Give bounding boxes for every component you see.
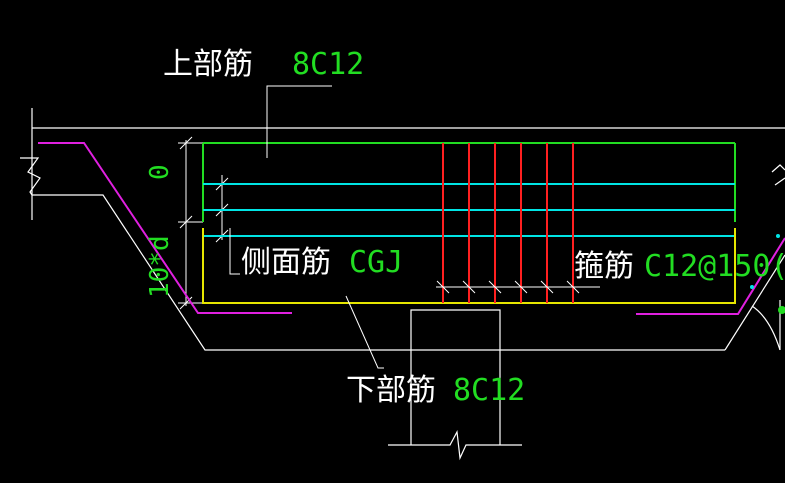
label-side-rebar: 侧面筋 CGJ — [241, 245, 403, 280]
stirrup-tick-4 — [514, 280, 528, 294]
break-symbol-bottom — [388, 430, 522, 461]
stirrup-dim-ticks — [436, 280, 600, 294]
dim-tick-2 — [179, 215, 193, 229]
bottom-rebar-value: 8C12 — [453, 373, 525, 408]
dim-text-bottom: 10*d — [145, 235, 175, 298]
label-top-rebar: 上部筋 8C12 — [163, 47, 364, 82]
dim-tick-1 — [179, 136, 193, 150]
slope-rebar — [38, 142, 785, 315]
top-rebar-name: 上部筋 — [163, 47, 253, 82]
stirrup-tick-3 — [488, 280, 502, 294]
side-rebar-value: CGJ — [349, 245, 403, 280]
leader-lines — [229, 85, 384, 369]
stirrup-value: C12@150( — [644, 249, 785, 284]
cyan-dot-1 — [776, 234, 780, 238]
clipped-glyph-top — [771, 164, 785, 173]
pit-right-slope — [724, 254, 785, 351]
pit-left-slope-and-bottom — [32, 194, 725, 351]
cyan-dot-2 — [750, 285, 754, 289]
slope-rebar-left — [38, 142, 292, 314]
stirrup-tick-6 — [566, 280, 580, 294]
clipped-green-mark — [778, 306, 785, 314]
label-bottom-rebar: 下部筋 8C12 — [346, 373, 525, 408]
clipped-glyph-top-2 — [774, 177, 785, 186]
stirrup-tick-1 — [436, 280, 450, 294]
leader-bottom-rebar — [345, 295, 384, 369]
leader-side-rebar — [229, 228, 240, 275]
angle-arc — [751, 305, 781, 351]
stirrup-name: 箍筋 — [574, 249, 634, 284]
dim-tick-3 — [179, 296, 193, 310]
label-stirrup: 箍筋 C12@150( — [574, 249, 785, 284]
top-rebar-value: 8C12 — [292, 47, 364, 82]
pile-outline — [410, 309, 501, 445]
stirrup-tick-5 — [540, 280, 554, 294]
bottom-rebar-name: 下部筋 — [346, 373, 436, 408]
right-edge-fragments — [771, 164, 785, 186]
slope-rebar-right — [636, 237, 785, 315]
dim-text-top: 0 — [145, 164, 175, 180]
stirrup-tick-2 — [462, 280, 476, 294]
foundation-outline — [20, 108, 785, 461]
stirrup-group — [442, 143, 574, 303]
side-rebar-name: 侧面筋 — [241, 245, 331, 280]
cyan-markers — [750, 234, 780, 289]
leader-top-rebar — [266, 85, 332, 158]
break-symbol-left — [20, 157, 41, 196]
